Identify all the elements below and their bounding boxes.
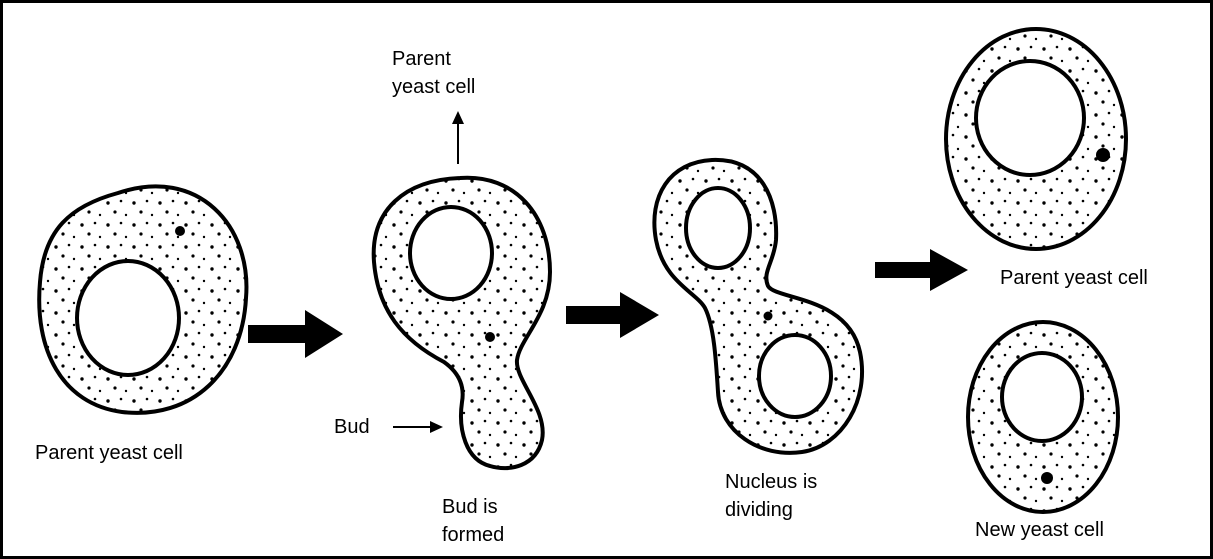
stage3-granule — [764, 312, 773, 321]
stage3-caption-line1: Nucleus is — [725, 469, 817, 495]
result-new-cell — [968, 322, 1118, 512]
result-parent-nucleus — [976, 61, 1084, 175]
result-parent-granule — [1096, 148, 1110, 162]
stage3-nucleus-top — [686, 188, 750, 268]
stage1-nucleus — [77, 261, 179, 375]
stage3-cell — [654, 160, 862, 453]
stage-arrow-2 — [566, 292, 659, 338]
stage2-caption-line2: formed — [442, 522, 504, 548]
stage2-caption-line1: Bud is — [442, 494, 498, 520]
stage2-top-caption-line2: yeast cell — [392, 74, 475, 100]
stage2-granule — [485, 332, 495, 342]
stage-arrow-1 — [248, 310, 343, 358]
stage3-caption-line2: dividing — [725, 497, 793, 523]
stage3-nucleus-bottom — [759, 335, 831, 417]
stage2-top-caption-line1: Parent — [392, 46, 451, 72]
stage1-caption: Parent yeast cell — [35, 440, 183, 466]
bud-pointer-label: Bud — [334, 414, 370, 440]
parent-pointer-arrow — [452, 111, 464, 164]
result-new-nucleus — [1002, 353, 1082, 441]
stage1-cell — [39, 186, 246, 412]
result-top-caption: Parent yeast cell — [1000, 265, 1148, 291]
result-bottom-caption: New yeast cell — [975, 517, 1104, 543]
result-new-granule — [1041, 472, 1053, 484]
stage2-nucleus — [410, 207, 492, 299]
stage1-granule — [175, 226, 185, 236]
stage2-cell — [374, 178, 550, 468]
result-parent-cell — [946, 29, 1126, 249]
bud-pointer-arrow — [393, 421, 443, 433]
stage-arrow-3 — [875, 249, 968, 291]
